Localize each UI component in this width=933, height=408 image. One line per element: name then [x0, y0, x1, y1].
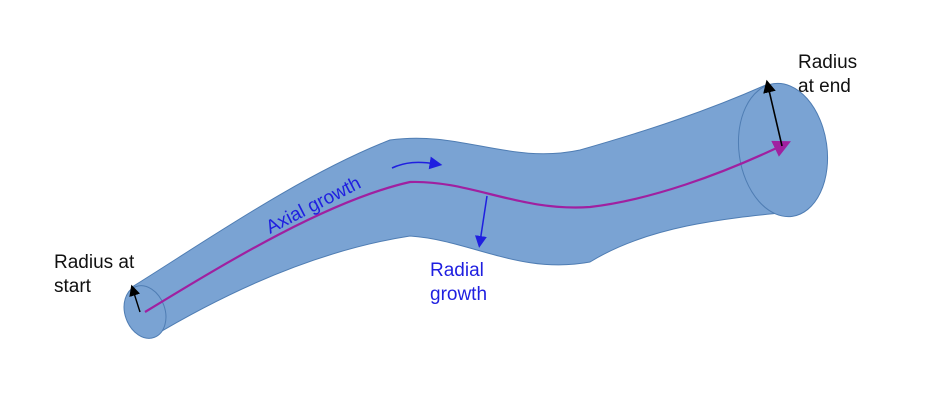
radius-end-label-line1: Radius	[798, 52, 857, 73]
radius-end-label: Radius at end	[798, 52, 862, 97]
axial-growth-axis-arrow	[144, 140, 791, 313]
radius-start-label-line2: start	[54, 276, 92, 297]
radial-growth-label: Radial growth	[430, 260, 489, 305]
radius-start-label-line1: Radius at	[54, 252, 135, 273]
radial-growth-label-line1: Radial	[430, 260, 484, 281]
radius-end-label-line2: at end	[798, 76, 851, 97]
radius-start-label: Radius at start	[54, 252, 140, 297]
radius-start-arrow	[129, 284, 141, 313]
radial-growth-arrow	[474, 195, 488, 248]
radial-growth-label-line2: growth	[430, 284, 487, 305]
axial-growth-arrow	[391, 156, 443, 170]
radius-end-arrow	[763, 79, 783, 147]
